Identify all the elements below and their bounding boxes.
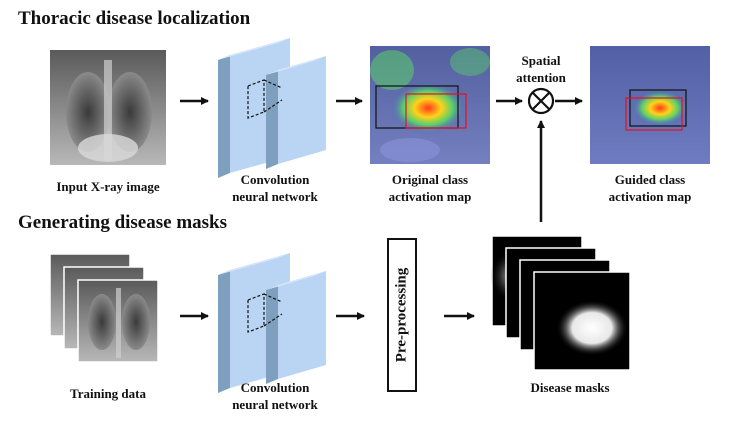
label-training-data: Training data — [70, 386, 146, 401]
training-data-images — [49, 253, 159, 363]
label-spatial-attention: Spatial attention — [501, 52, 581, 86]
label-disease-masks: Disease masks — [530, 380, 610, 395]
label-cnn-top-line1: Convolution — [240, 172, 310, 187]
label-spatial-line2: attention — [516, 70, 566, 85]
label-input-xray: Input X-ray image — [56, 179, 160, 194]
preprocessing-box: Pre-processing — [387, 238, 417, 392]
label-cnn-top-line2: neural network — [232, 189, 318, 204]
label-gcam-line1: Guided class — [614, 172, 686, 187]
input-xray-image — [50, 50, 166, 165]
spatial-attention-multiply-icon — [527, 87, 555, 115]
gcam-black-box — [629, 89, 687, 127]
section-title-masks: Generating disease masks — [18, 212, 227, 233]
label-preprocessing: Pre-processing — [393, 267, 410, 363]
original-cam-image — [370, 46, 490, 164]
label-spatial-line1: Spatial — [521, 53, 561, 68]
label-original-cam: Original class activation map — [365, 171, 495, 205]
label-cnn-bottom-line2: neural network — [232, 397, 318, 412]
guided-cam-image — [590, 46, 710, 164]
cnn-block-top — [218, 38, 326, 178]
label-ocam-line1: Original class — [391, 172, 469, 187]
label-ocam-line2: activation map — [388, 189, 472, 204]
label-guided-cam: Guided class activation map — [585, 171, 715, 205]
section-title-localization: Thoracic disease localization — [18, 8, 251, 29]
label-cnn-top: Convolution neural network — [210, 171, 340, 205]
label-cnn-bottom: Convolution neural network — [210, 379, 340, 413]
label-gcam-line2: activation map — [608, 189, 692, 204]
gcam-red-box — [625, 97, 683, 131]
disease-masks-images — [490, 235, 631, 371]
label-cnn-bottom-line1: Convolution — [240, 380, 310, 395]
ocam-red-box — [405, 93, 467, 129]
cnn-block-bottom — [218, 253, 326, 393]
